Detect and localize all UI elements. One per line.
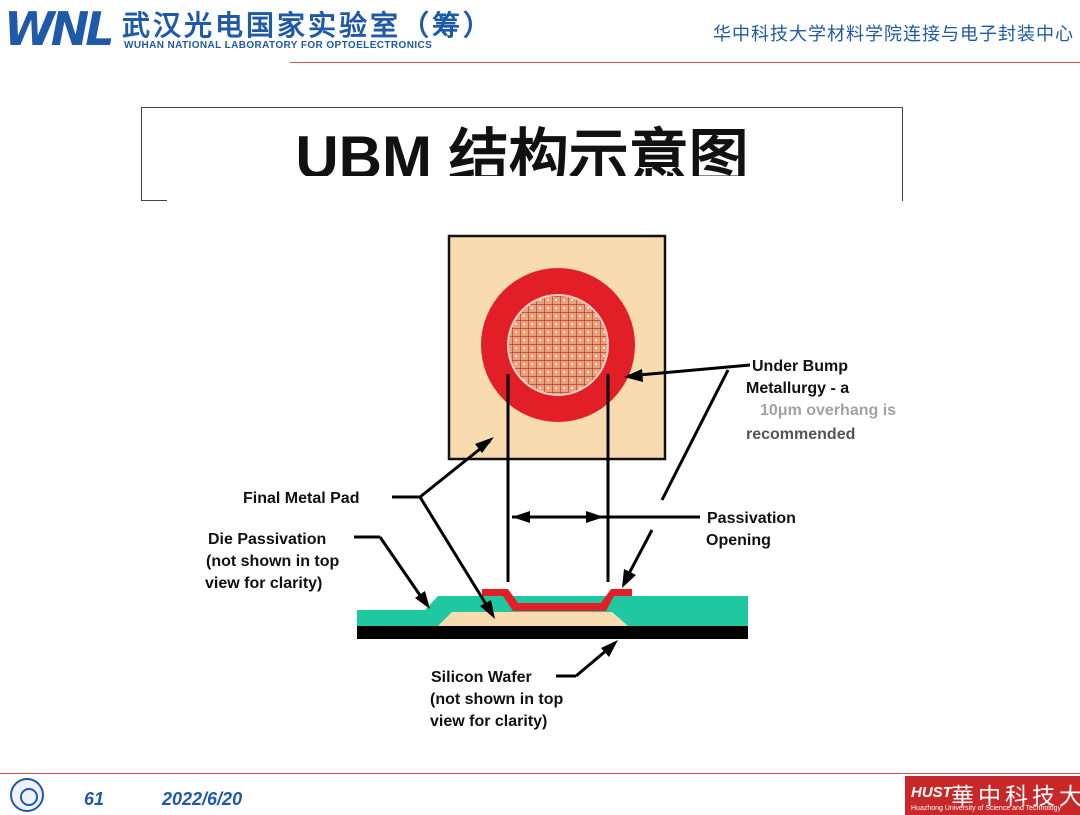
- passivation-label-line1: Passivation: [707, 510, 796, 527]
- university-mark: HUST: [911, 784, 952, 801]
- ubm-arrowhead-section: [622, 569, 636, 588]
- pad-arrowhead-section: [480, 600, 495, 619]
- die-arrowhead: [415, 591, 430, 609]
- opening-arrowhead-right: [586, 511, 604, 523]
- passivation-label-line2: Opening: [706, 532, 771, 549]
- final-metal-pad-label: Final Metal Pad: [243, 490, 359, 507]
- university-name-en: Huazhong University of Science and Techn…: [911, 805, 1062, 812]
- lab-name-cn: 武汉光电国家实验室（筹）: [122, 9, 495, 42]
- title-frame-corner: [141, 200, 167, 201]
- slide-title: UBM 结构示意图: [295, 124, 749, 176]
- ubm-leader-bottom: [660, 369, 730, 501]
- silicon-wafer-label-line3: view for clarity): [430, 713, 547, 730]
- ubm-leader-top: [627, 363, 751, 378]
- ubm-label-line3: 10μm overhang is: [760, 402, 896, 419]
- pad-arrowhead-top: [475, 437, 494, 453]
- university-seal-icon: [10, 778, 44, 812]
- pad-leader-section: [418, 496, 494, 615]
- header-divider: [290, 62, 1080, 63]
- title-clip: UBM 结构示意图: [141, 108, 903, 176]
- university-logo: HUST 華中科技大学 Huazhong University of Scien…: [905, 776, 1080, 815]
- final-metal-pad-section: [438, 612, 628, 626]
- title-frame: [141, 107, 903, 201]
- page-number: 61: [84, 789, 105, 809]
- university-name-cn: 華中科技大学: [951, 784, 1080, 810]
- die-passivation-label-line2: (not shown in top: [206, 553, 340, 570]
- die-leader: [378, 536, 428, 605]
- passivation-opening-mesh: [507, 294, 609, 396]
- opening-arrowhead-left: [512, 511, 530, 523]
- ubm-label-line1: Under Bump: [752, 358, 848, 375]
- wafer-arrowhead: [601, 640, 618, 657]
- ubm-section: [482, 589, 632, 611]
- slide-header: WNL 武汉光电国家实验室（筹） WUHAN NATIONAL LABORATO…: [0, 0, 1080, 64]
- die-passivation-label-line1: Die Passivation: [208, 531, 326, 548]
- ubm-label-line2: Metallurgy - a: [746, 380, 849, 397]
- pad-leader-top: [419, 439, 491, 499]
- slide-date: 2022/6/20: [162, 789, 243, 809]
- silicon-wafer-label-line2: (not shown in top: [430, 691, 564, 708]
- footer-divider: [0, 773, 1080, 774]
- center-name: 华中科技大学材料学院连接与电子封装中心: [713, 24, 1074, 44]
- silicon-wafer-layer: [357, 626, 748, 639]
- silicon-wafer-label-line1: Silicon Wafer: [431, 669, 532, 686]
- ubm-label-line4: recommended: [746, 426, 855, 443]
- lab-name-en: WUHAN NATIONAL LABORATORY FOR OPTOELECTR…: [124, 40, 433, 51]
- die-passivation-label-line3: view for clarity): [205, 575, 322, 592]
- ubm-arrowhead-top: [624, 369, 643, 382]
- wnlo-logo: WNL: [4, 2, 115, 56]
